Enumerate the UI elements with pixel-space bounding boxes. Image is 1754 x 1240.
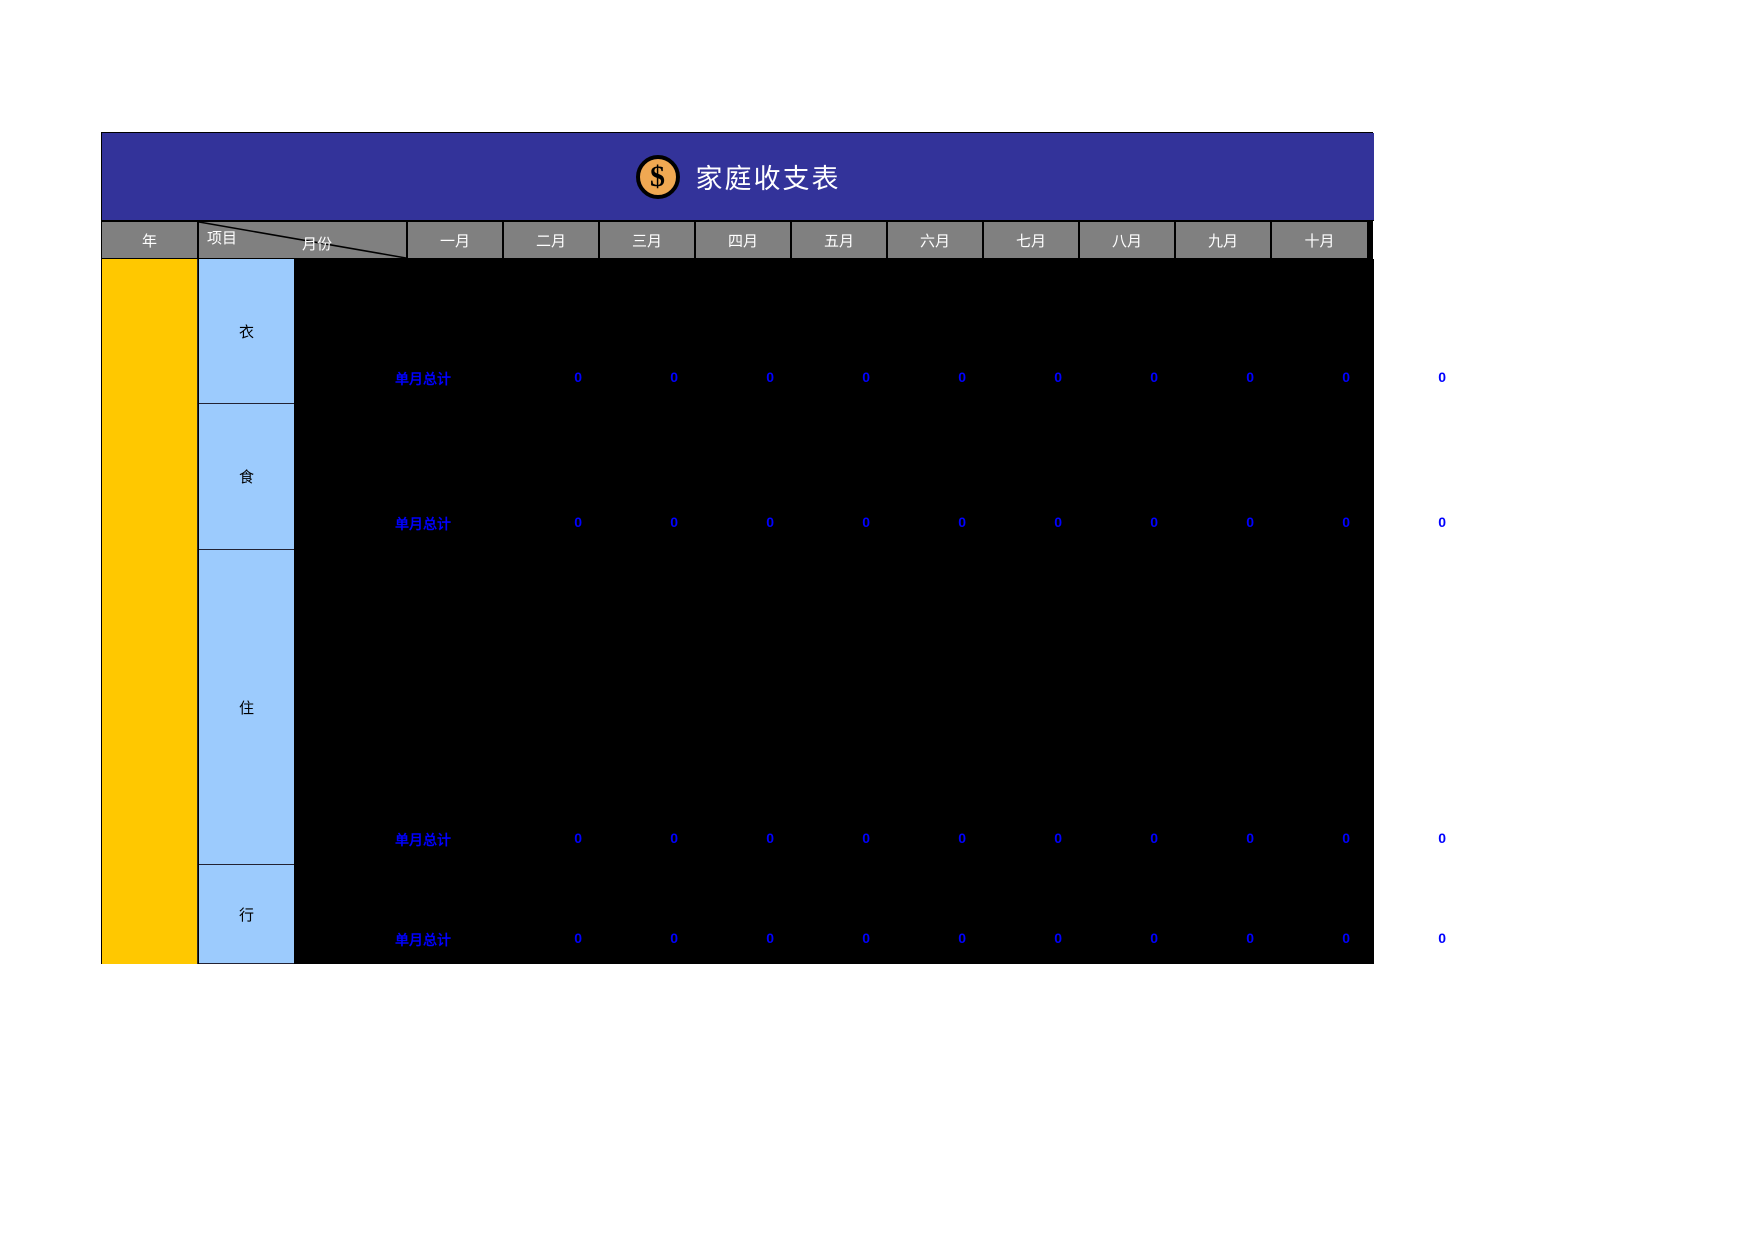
monthly-total-value[interactable]: 0 xyxy=(1054,930,1062,946)
monthly-total-value[interactable]: 0 xyxy=(1246,930,1254,946)
monthly-total-value[interactable]: 0 xyxy=(766,930,774,946)
monthly-total-label: 单月总计 xyxy=(395,933,451,949)
monthly-total-row: 单月总计 0 0 0 0 0 0 0 0 0 0 xyxy=(294,369,1446,389)
monthly-total-value[interactable]: 0 xyxy=(1342,514,1350,530)
year-column-cell[interactable] xyxy=(102,259,198,964)
monthly-total-label: 单月总计 xyxy=(395,833,451,849)
monthly-total-value[interactable]: 0 xyxy=(1246,514,1254,530)
header-cell-month-3[interactable]: 三月 xyxy=(600,221,696,259)
monthly-total-value[interactable]: 0 xyxy=(1342,369,1350,385)
monthly-total-value[interactable]: 0 xyxy=(670,830,678,846)
monthly-total-value[interactable]: 0 xyxy=(1438,930,1446,946)
header-cell-month-10[interactable]: 十月 xyxy=(1272,221,1368,259)
header-cell-month-1[interactable]: 一月 xyxy=(408,221,504,259)
monthly-total-value[interactable]: 0 xyxy=(1246,830,1254,846)
monthly-total-label: 单月总计 xyxy=(395,517,451,533)
header-month-2-label: 二月 xyxy=(535,231,566,250)
data-grid: 单月总计 0 0 0 0 0 0 0 0 0 0 单月总计 0 0 0 0 0 0 0 0 0 0 单月总计 0 0 0 0 0 0 0 0… xyxy=(294,259,1446,964)
header-cell-month-6[interactable]: 六月 xyxy=(888,221,984,259)
monthly-total-row: 单月总计 0 0 0 0 0 0 0 0 0 0 xyxy=(294,930,1446,950)
item-category-label: 食 xyxy=(238,468,254,486)
monthly-total-value[interactable]: 0 xyxy=(958,514,966,530)
monthly-total-value[interactable]: 0 xyxy=(862,369,870,385)
page-title: 家庭收支表 xyxy=(695,164,841,195)
diagonal-divider-icon xyxy=(199,222,406,258)
header-month-4-label: 四月 xyxy=(727,231,758,250)
header-month-10-label: 十月 xyxy=(1304,231,1335,250)
monthly-total-value[interactable]: 0 xyxy=(574,830,582,846)
monthly-total-value[interactable]: 0 xyxy=(766,369,774,385)
monthly-total-value[interactable]: 0 xyxy=(1438,514,1446,530)
monthly-total-value[interactable]: 0 xyxy=(766,830,774,846)
header-cell-month-9[interactable]: 九月 xyxy=(1176,221,1272,259)
header-month-8-label: 八月 xyxy=(1111,231,1142,250)
monthly-total-value[interactable]: 0 xyxy=(862,930,870,946)
monthly-total-value[interactable]: 0 xyxy=(1150,514,1158,530)
monthly-total-value[interactable]: 0 xyxy=(958,369,966,385)
monthly-total-value[interactable]: 0 xyxy=(670,514,678,530)
header-cell-month-5[interactable]: 五月 xyxy=(792,221,888,259)
monthly-total-row: 单月总计 0 0 0 0 0 0 0 0 0 0 xyxy=(294,830,1446,850)
monthly-total-value[interactable]: 0 xyxy=(862,514,870,530)
spreadsheet-family-budget: $ 家庭收支表 年 项目 月份 一月 二月 三月 四月 五月 六月 七月 八月 … xyxy=(101,132,1446,964)
monthly-total-value[interactable]: 0 xyxy=(574,369,582,385)
header-month-1-label: 一月 xyxy=(439,231,470,250)
header-month-9-label: 九月 xyxy=(1207,231,1238,250)
item-category-label: 行 xyxy=(238,905,254,924)
monthly-total-value[interactable]: 0 xyxy=(670,930,678,946)
table-header-row: 年 项目 月份 一月 二月 三月 四月 五月 六月 七月 八月 九月 十月 xyxy=(102,221,1374,259)
monthly-total-value[interactable]: 0 xyxy=(1150,830,1158,846)
monthly-total-label: 单月总计 xyxy=(395,372,451,388)
monthly-total-value[interactable]: 0 xyxy=(1150,930,1158,946)
monthly-total-value[interactable]: 0 xyxy=(1054,514,1062,530)
item-category-cell[interactable]: 衣 xyxy=(199,259,294,404)
monthly-total-value[interactable]: 0 xyxy=(958,830,966,846)
monthly-total-value[interactable]: 0 xyxy=(958,930,966,946)
monthly-total-value[interactable]: 0 xyxy=(1054,830,1062,846)
item-category-cell[interactable]: 住 xyxy=(199,550,294,865)
header-year-label: 年 xyxy=(141,231,157,250)
sheet-title-bar: $ 家庭收支表 xyxy=(102,133,1374,221)
monthly-total-value[interactable]: 0 xyxy=(1150,369,1158,385)
header-cell-year[interactable]: 年 xyxy=(102,221,199,259)
header-month-3-label: 三月 xyxy=(631,231,662,250)
header-cell-month-4[interactable]: 四月 xyxy=(696,221,792,259)
header-cell-month-8[interactable]: 八月 xyxy=(1080,221,1176,259)
monthly-total-value[interactable]: 0 xyxy=(766,514,774,530)
header-month-5-label: 五月 xyxy=(823,231,854,250)
header-cell-month-7[interactable]: 七月 xyxy=(984,221,1080,259)
item-category-cell[interactable]: 食 xyxy=(199,404,294,550)
monthly-total-value[interactable]: 0 xyxy=(1342,830,1350,846)
header-month-label: 月份 xyxy=(301,235,332,253)
table-body: 衣食住行 单月总计 0 0 0 0 0 0 0 0 0 0 单月总计 0 0 0 0 0 0 0 0 0 0 单月总计 0 0 0… xyxy=(102,259,1446,964)
header-month-7-label: 七月 xyxy=(1015,231,1046,250)
header-month-6-label: 六月 xyxy=(919,231,950,250)
monthly-total-value[interactable]: 0 xyxy=(574,514,582,530)
monthly-total-row: 单月总计 0 0 0 0 0 0 0 0 0 0 xyxy=(294,514,1446,534)
dollar-coin-icon: $ xyxy=(635,154,680,199)
item-category-cell[interactable]: 行 xyxy=(199,865,294,964)
monthly-total-value[interactable]: 0 xyxy=(1054,369,1062,385)
item-category-label: 衣 xyxy=(238,322,254,341)
item-category-column: 衣食住行 xyxy=(199,259,294,964)
header-cell-item-month[interactable]: 项目 月份 xyxy=(199,221,408,259)
header-cell-month-2[interactable]: 二月 xyxy=(504,221,600,259)
monthly-total-value[interactable]: 0 xyxy=(670,369,678,385)
item-category-label: 住 xyxy=(238,698,254,717)
monthly-total-value[interactable]: 0 xyxy=(574,930,582,946)
monthly-total-value[interactable]: 0 xyxy=(1438,830,1446,846)
monthly-total-value[interactable]: 0 xyxy=(1438,369,1446,385)
monthly-total-value[interactable]: 0 xyxy=(1246,369,1254,385)
header-item-label: 项目 xyxy=(207,229,238,247)
monthly-total-value[interactable]: 0 xyxy=(1342,930,1350,946)
monthly-total-value[interactable]: 0 xyxy=(862,830,870,846)
